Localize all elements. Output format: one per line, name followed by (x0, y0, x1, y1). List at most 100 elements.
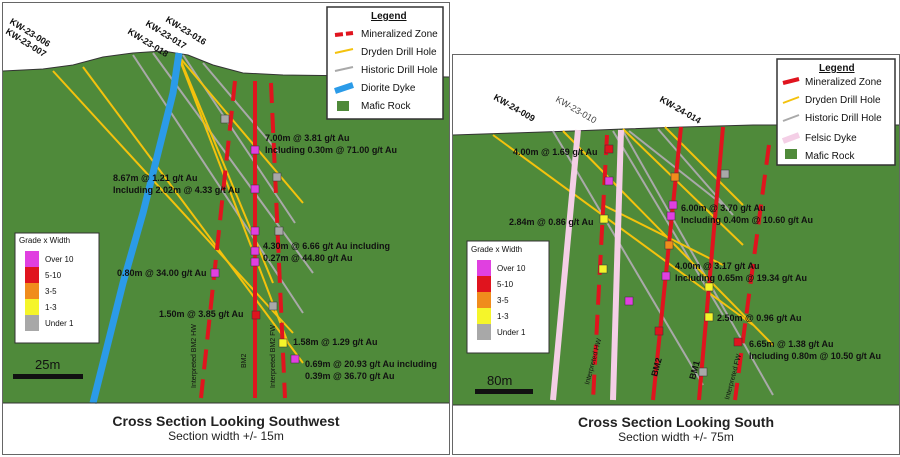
grade-square (733, 337, 743, 347)
assay-annotation: 4.00m @ 1.69 g/t Au (513, 147, 597, 157)
section-subtitle: Section width +/- 15m (168, 429, 284, 443)
historic-hole (552, 130, 704, 386)
legend-item-label: Mineralized Zone (361, 29, 438, 40)
legend-item-label: Mafic Rock (805, 151, 855, 162)
mineralized-zone-hw (199, 80, 237, 399)
grade-square (664, 240, 674, 250)
legend-title: Legend (819, 63, 855, 74)
assay-annotation: 4.30m @ 6.66 g/t Au including (263, 241, 390, 251)
historic-hole (622, 130, 774, 396)
grade-square (599, 214, 609, 224)
zone-label: BM2 (241, 354, 248, 369)
right-section-figure: KW-24-009 KW-23-010 KW-24-014 4.00m @ 1.… (453, 55, 899, 406)
grade-square (251, 310, 261, 320)
grade-square (704, 282, 714, 292)
grade-square (278, 338, 288, 348)
grade-square (704, 312, 714, 322)
assay-annotation: 0.80m @ 34.00 g/t Au (117, 268, 206, 278)
legend-item-label: Mineralized Zone (805, 77, 882, 88)
grade-legend-item: Under 1 (45, 319, 74, 328)
grade-square (670, 172, 680, 182)
grade-square (274, 226, 284, 236)
grade-legend-item: 1-3 (497, 312, 509, 321)
felsic-dyke (550, 129, 581, 401)
assay-annotation: Including 0.80m @ 10.50 g/t Au (749, 351, 881, 361)
zone-label: BM1 (687, 360, 702, 381)
section-subtitle: Section width +/- 75m (618, 430, 734, 444)
grade-legend-item: 3-5 (497, 296, 509, 305)
grade-square (720, 169, 730, 179)
grade-square (210, 268, 220, 278)
legend: Legend Mineralized Zone Dryden Drill Hol… (776, 58, 896, 166)
grade-legend-item: 1-3 (45, 303, 57, 312)
legend: Legend Mineralized Zone Dryden Drill Hol… (326, 6, 444, 120)
mineralized-zone-fw (733, 144, 771, 401)
mineralized-zone-bm1 (697, 126, 725, 401)
assay-annotation: 0.69m @ 20.93 g/t Au including (305, 359, 437, 369)
assay-annotation: Including 0.40m @ 10.60 g/t Au (681, 215, 813, 225)
grade-legend-item: Over 10 (497, 264, 526, 273)
grade-square (624, 296, 634, 306)
left-section-figure: KW-23-006 KW-23-007 KW-23-018 KW-23-017 … (3, 3, 449, 404)
assay-annotation: 4.00m @ 3.17 g/t Au (675, 261, 759, 271)
grade-square (668, 200, 678, 210)
grade-legend: Grade x Width Over 10 5-10 3-5 1-3 Under… (466, 240, 550, 354)
legend-item-label: Historic Drill Hole (805, 113, 882, 124)
legend-item-label: Mafic Rock (361, 101, 411, 112)
assay-annotation: 1.58m @ 1.29 g/t Au (293, 337, 377, 347)
historic-hole (202, 62, 280, 154)
assay-annotation: 2.84m @ 0.86 g/t Au (509, 217, 593, 227)
grade-square (220, 114, 230, 124)
historic-hole (152, 52, 314, 274)
grade-square (290, 354, 300, 364)
grade-legend: Grade x Width Over 10 5-10 3-5 1-3 Under… (14, 232, 100, 344)
grade-legend-item: 5-10 (497, 280, 514, 289)
dryden-hole (180, 58, 304, 204)
felsic-dyke (610, 129, 624, 401)
scale-label: 25m (35, 357, 60, 372)
grade-square (250, 184, 260, 194)
assay-annotation: 0.27m @ 44.80 g/t Au (263, 253, 352, 263)
legend-title: Legend (371, 11, 407, 22)
zone-label: Interpreted BM2 HW (191, 324, 198, 388)
grade-legend-item: 5-10 (45, 271, 62, 280)
zone-label: BM2 (649, 357, 664, 378)
assay-annotation: 1.50m @ 3.85 g/t Au (159, 309, 243, 319)
grade-square (250, 257, 260, 267)
assay-annotation: 6.00m @ 3.70 g/t Au (681, 203, 765, 213)
grade-square (598, 264, 608, 274)
mineralized-zone-bm2 (651, 126, 683, 401)
legend-item-label: Dryden Drill Hole (805, 95, 881, 106)
grade-square (661, 271, 671, 281)
grade-square (654, 326, 664, 336)
dryden-hole (622, 128, 744, 246)
zone-label: Interpreted BM2 FW (270, 325, 277, 388)
assay-annotation: Including 0.30m @ 71.00 g/t Au (265, 145, 397, 155)
grade-square (698, 367, 708, 377)
dryden-hole (180, 62, 289, 344)
legend-item-label: Felsic Dyke (805, 133, 857, 144)
assay-annotation: Including 0.65m @ 19.34 g/t Au (675, 273, 807, 283)
assay-annotation: 7.00m @ 3.81 g/t Au (265, 133, 349, 143)
grade-square (272, 172, 282, 182)
legend-item-label: Diorite Dyke (361, 83, 416, 94)
grade-legend-title: Grade x Width (471, 245, 522, 254)
grade-square (250, 246, 260, 256)
dryden-hole (82, 66, 304, 364)
historic-hole (657, 128, 734, 216)
assay-annotation: 8.67m @ 1.21 g/t Au (113, 173, 197, 183)
assay-annotation: 0.39m @ 36.70 g/t Au (305, 371, 394, 381)
diorite-dyke (89, 52, 183, 404)
historic-hole (132, 54, 304, 314)
assay-annotation: Including 2.02m @ 4.33 g/t Au (113, 185, 240, 195)
grade-square (604, 176, 614, 186)
scale-bar (475, 389, 533, 394)
grade-square (268, 301, 278, 311)
mafic-rock-area (453, 125, 899, 405)
section-title: Cross Section Looking Southwest (112, 413, 340, 429)
section-title: Cross Section Looking South (577, 414, 774, 430)
legend-item-label: Dryden Drill Hole (361, 47, 437, 58)
grade-legend-item: 3-5 (45, 287, 57, 296)
grade-square (666, 211, 676, 221)
scale-bar (13, 374, 83, 379)
